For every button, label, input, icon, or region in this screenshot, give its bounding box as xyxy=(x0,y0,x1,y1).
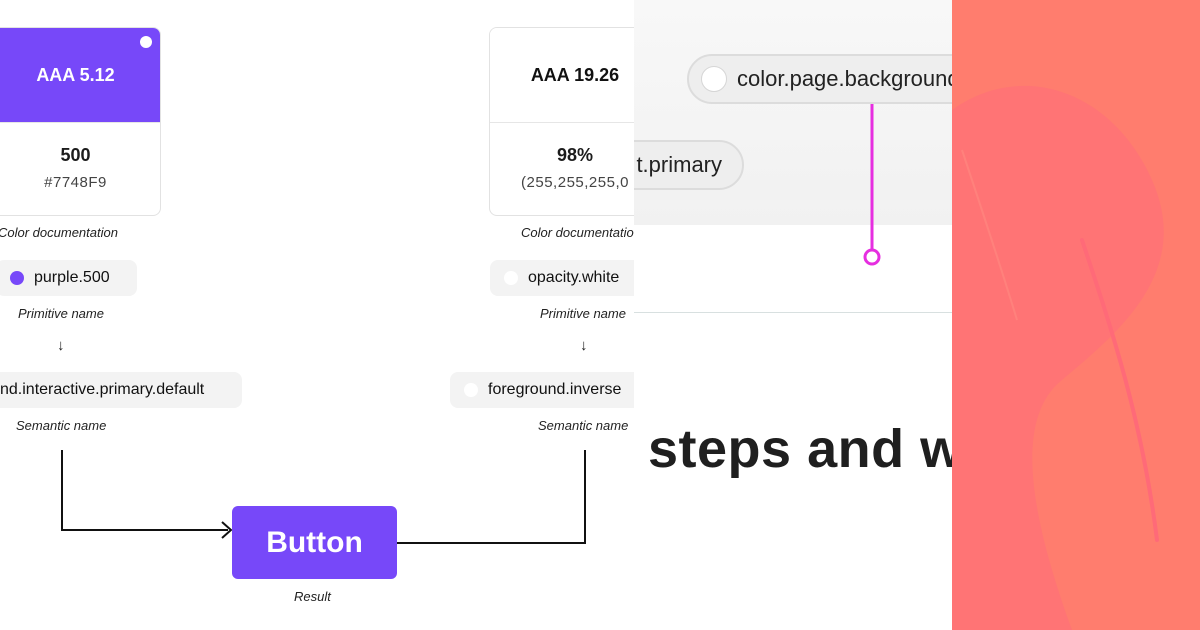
token-pill-text-primary: t.primary xyxy=(634,140,744,190)
primitive-token-right-label: opacity.white xyxy=(528,269,620,286)
white-swatch-details: 98% (255,255,255,0 xyxy=(490,122,634,191)
primitive-token-right: opacity.white xyxy=(490,260,634,296)
semantic-token-right-label: foreground.inverse xyxy=(488,381,622,398)
white-swatch-top: AAA 19.26 xyxy=(490,28,634,122)
purple-weight: 500 xyxy=(60,145,91,165)
caption-color-doc-left: Color documentation xyxy=(0,225,118,240)
caption-semantic-right: Semantic name xyxy=(538,418,629,433)
primitive-token-left: purple.500 xyxy=(0,260,137,296)
pointer-line xyxy=(863,104,881,266)
white-dot-icon xyxy=(464,383,478,397)
caption-semantic-left: Semantic name xyxy=(16,418,107,433)
pointer-end-icon xyxy=(863,248,881,266)
purple-contrast-label: AAA 5.12 xyxy=(36,64,115,85)
token-pill-text-primary-label: t.primary xyxy=(636,152,722,177)
purple-swatch-card: AAA 5.12 500 #7748F9 xyxy=(0,27,161,216)
decorative-panel xyxy=(952,0,1200,630)
white-swatch-card: AAA 19.26 98% (255,255,255,0 xyxy=(489,27,634,216)
arrow-down-icon: ↓ xyxy=(57,337,65,354)
purple-dot-icon xyxy=(10,271,24,285)
caption-primitive-left: Primitive name xyxy=(18,306,104,321)
caption-color-doc-right: Color documentatio xyxy=(521,225,634,240)
arrow-down-icon: ↓ xyxy=(580,337,588,354)
corner-dot-icon xyxy=(140,36,152,48)
token-pill-page-background: color.page.background xyxy=(687,54,952,104)
primitive-token-left-label: purple.500 xyxy=(34,269,110,286)
decorative-leaf-shape xyxy=(952,85,1164,630)
preview-panel: color.page.background t.primary steps an… xyxy=(634,0,952,630)
left-connector-line xyxy=(61,450,228,531)
token-pill-page-background-label: color.page.background xyxy=(737,66,952,91)
result-button[interactable]: Button xyxy=(232,506,397,579)
caption-result: Result xyxy=(294,589,331,604)
purple-hex: #7748F9 xyxy=(44,174,107,191)
caption-primitive-right: Primitive name xyxy=(540,306,626,321)
white-contrast-label: AAA 19.26 xyxy=(530,64,620,85)
purple-swatch-details: 500 #7748F9 xyxy=(0,122,160,191)
semantic-token-right: foreground.inverse xyxy=(450,372,634,408)
white-rgba: (255,255,255,0 xyxy=(521,174,629,191)
token-diagram-panel: AAA 5.12 500 #7748F9 AAA 19.26 98% (255,… xyxy=(0,27,634,604)
white-dot-icon xyxy=(701,66,727,92)
preview-heading: steps and wo xyxy=(648,419,952,479)
white-weight: 98% xyxy=(556,145,594,165)
semantic-token-left-label: nd.interactive.primary.default xyxy=(0,381,205,398)
purple-swatch-top: AAA 5.12 xyxy=(0,28,160,122)
divider xyxy=(634,312,952,313)
white-dot-icon xyxy=(504,271,518,285)
right-connector-line xyxy=(368,450,586,544)
left-arrowhead-icon xyxy=(221,521,233,539)
semantic-token-left: nd.interactive.primary.default xyxy=(0,372,242,408)
result-button-label: Button xyxy=(266,525,363,559)
